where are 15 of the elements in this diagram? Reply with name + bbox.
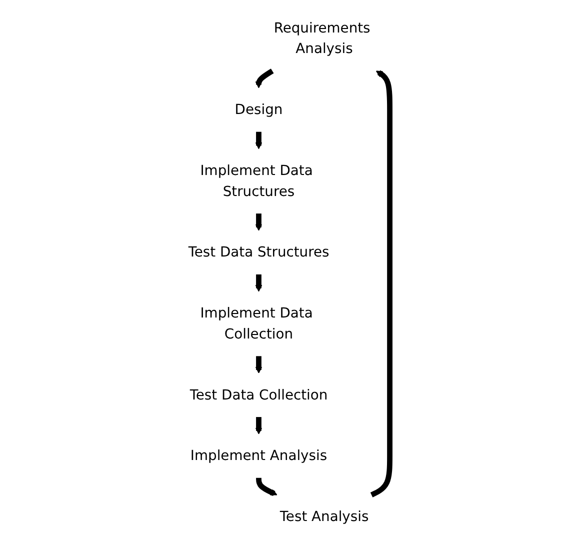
node-text: Implement Data Collection (200, 305, 313, 342)
arrow (255, 273, 262, 292)
arrow (255, 416, 262, 434)
arrow (255, 212, 262, 231)
arrow (256, 476, 278, 496)
node-text: Test Data Structures (188, 244, 330, 261)
node-text: Implement Data Structures (200, 162, 313, 200)
node-text: Design (234, 102, 283, 118)
node-text: Implement Analysis (190, 448, 328, 464)
arrow (255, 130, 262, 150)
node-text: Test Data Collection (190, 386, 328, 404)
node-text: Test Analysis (280, 508, 369, 525)
node-text: Requirements Analysis (274, 20, 370, 58)
arrow (255, 68, 274, 88)
arrow (255, 354, 262, 374)
